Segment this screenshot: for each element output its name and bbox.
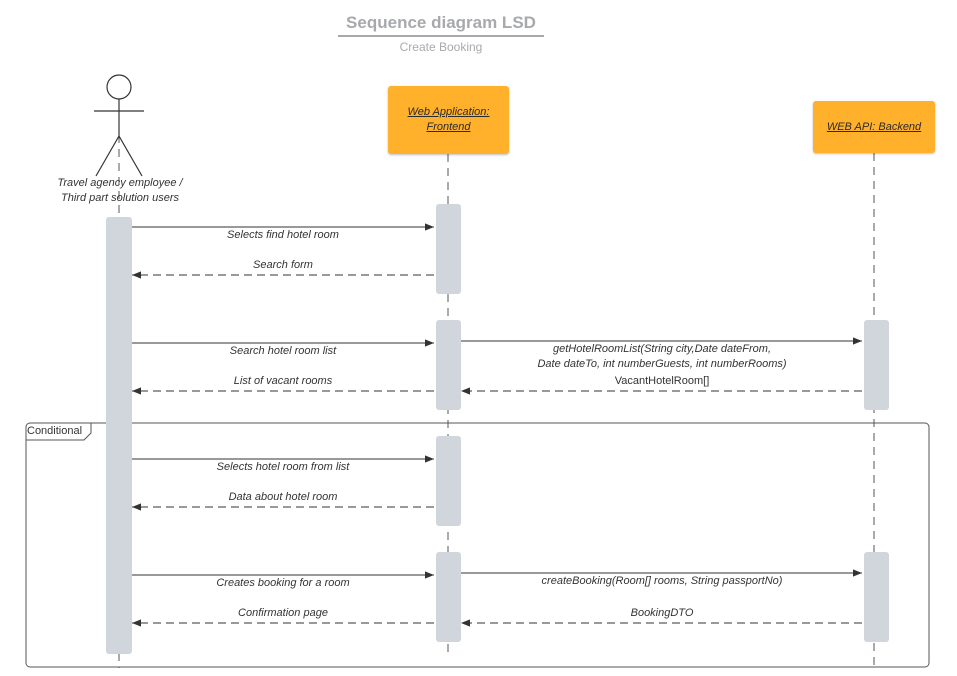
frontend-activation-bar-1 <box>436 204 461 294</box>
frontend-label-line2: Frontend <box>426 121 471 133</box>
backend-participant-box: WEB API: Backend <box>813 101 935 153</box>
diagram-subtitle: Create Booking <box>399 40 483 54</box>
backend-activation-bar-2 <box>864 552 889 642</box>
message-label-7: Selects hotel room from list <box>216 461 350 473</box>
message-label-10: createBooking(Room[] rooms, String passp… <box>541 575 783 587</box>
backend-label: WEB API: Backend <box>826 120 922 133</box>
frontend-participant-box: Web Application: Frontend <box>388 86 509 154</box>
message-label-12: Confirmation page <box>238 607 328 619</box>
backend-activation-bar-1 <box>864 320 889 410</box>
message-label-4-line2: Date dateTo, int numberGuests, int numbe… <box>537 358 787 370</box>
message-label-5: VacantHotelRoom[] <box>614 375 710 387</box>
diagram-title: Sequence diagram LSD <box>346 13 536 32</box>
actor-label-line2: Third part solution users <box>61 192 179 204</box>
actor-figure-icon <box>94 74 144 177</box>
actor-label-line1: Travel agency employee / <box>57 177 183 189</box>
message-label-4-line1: getHotelRoomList(String city,Date dateFr… <box>552 343 772 355</box>
message-label-6: List of vacant rooms <box>233 375 333 387</box>
title-underline <box>338 35 544 37</box>
frontend-activation-bar-2 <box>436 320 461 410</box>
message-label-3: Search hotel room list <box>229 345 337 357</box>
conditional-fragment-frame <box>25 422 930 668</box>
actor-activation-bar <box>106 217 132 654</box>
message-label-8: Data about hotel room <box>228 491 338 503</box>
message-label-9: Creates booking for a room <box>216 577 350 589</box>
fragment-label: Conditional <box>27 425 83 437</box>
message-label-2: Search form <box>253 259 313 271</box>
frontend-activation-bar-4 <box>436 552 461 642</box>
message-label-11: BookingDTO <box>630 607 694 619</box>
actor-label: Travel agency employee / Third part solu… <box>40 176 200 206</box>
conditional-fragment-tag <box>26 423 92 441</box>
frontend-activation-bar-3 <box>436 436 461 526</box>
frontend-label-line1: Web Application: <box>407 106 490 118</box>
message-label-1: Selects find hotel room <box>227 229 339 241</box>
